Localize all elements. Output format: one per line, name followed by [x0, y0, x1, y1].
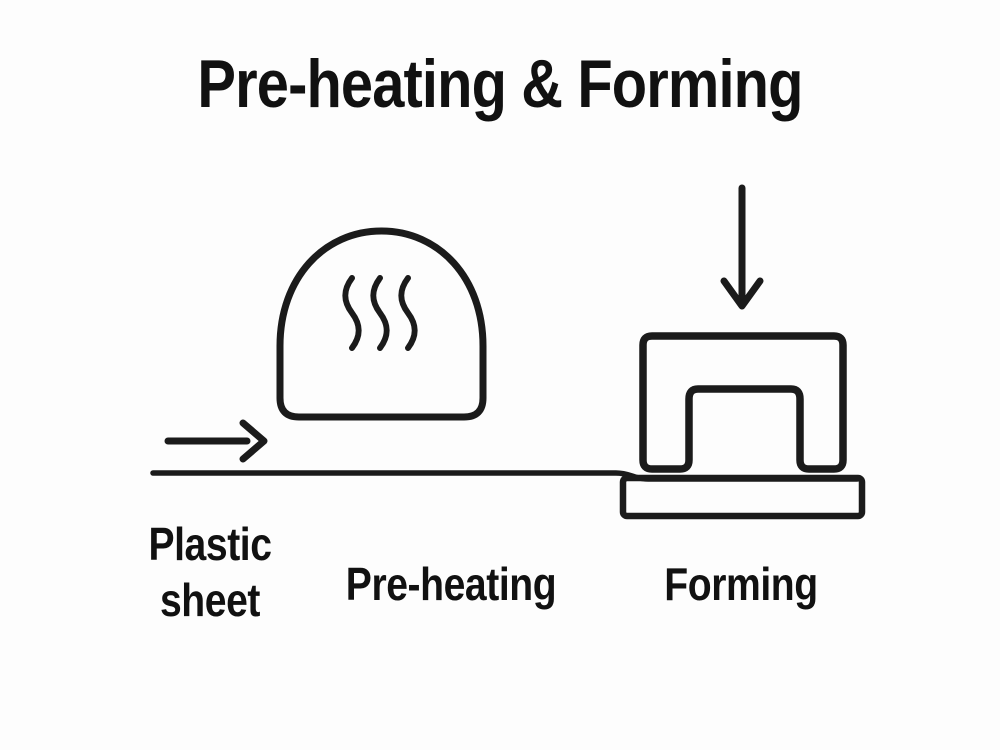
forming-mold: [639, 332, 847, 473]
label-plastic-sheet: Plastic sheet: [148, 518, 272, 627]
right-arrow-head: [239, 419, 268, 463]
mold-base-plate: [619, 474, 866, 520]
heat-wave-icon: [398, 275, 418, 351]
right-arrow-icon: [164, 419, 268, 463]
down-arrow-head: [720, 277, 764, 310]
heat-wave-icon: [342, 275, 362, 351]
heater-station: [276, 227, 487, 421]
page-title: Pre-heating & Forming: [197, 46, 803, 122]
down-arrow-icon: [720, 184, 764, 310]
heater-dome: [276, 227, 487, 421]
heat-wave-icon: [370, 275, 390, 351]
label-pre-heating: Pre-heating: [345, 558, 557, 610]
label-forming: Forming: [664, 558, 818, 610]
